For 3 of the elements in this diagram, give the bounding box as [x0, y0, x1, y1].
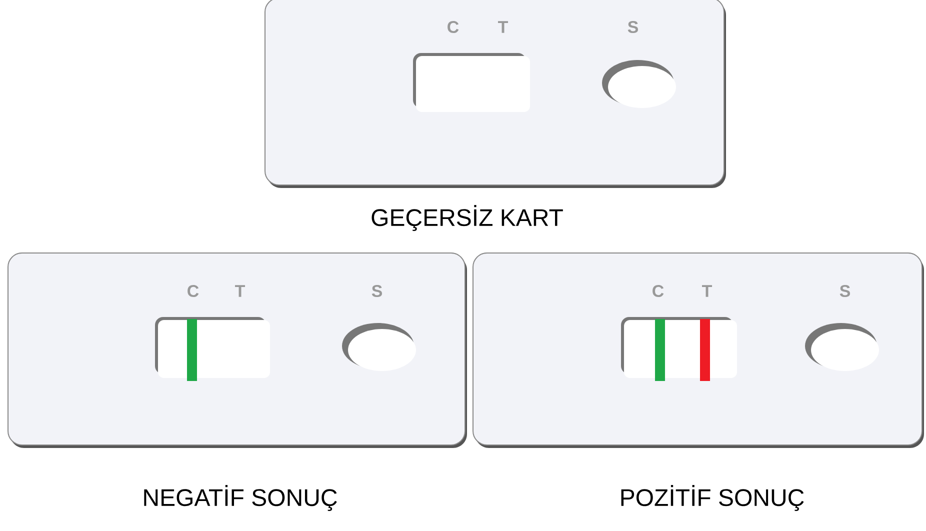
node-label: GEÇERSİZ KART — [372, 205, 563, 231]
node-label: NEGATİF SONUÇ — [144, 485, 337, 511]
node-label: POZİTİF SONUÇ — [621, 485, 804, 511]
